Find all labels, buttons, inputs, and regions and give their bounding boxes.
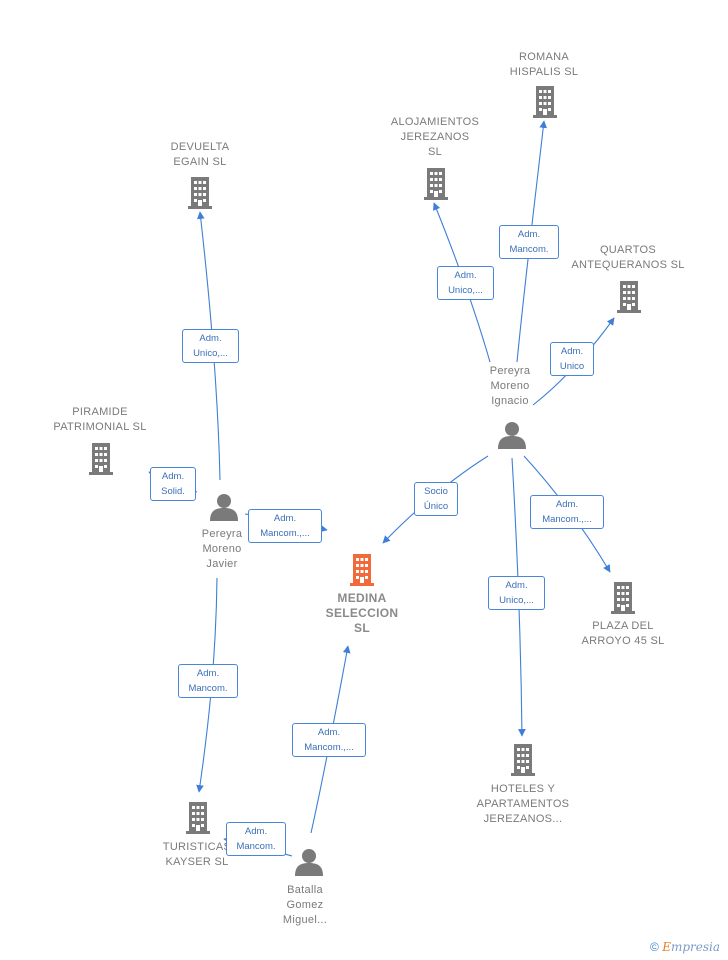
person-icon [295, 849, 323, 876]
copyright-symbol: © [650, 940, 659, 954]
edge-label-adm-mancom[interactable]: Adm.Mancom.,... [248, 509, 322, 543]
edge-label-adm-mancom[interactable]: Adm.Mancom. [226, 822, 286, 856]
edge-label-adm-unico[interactable]: Adm.Unico,... [437, 266, 494, 300]
person-icon [210, 494, 238, 521]
building-icon [89, 443, 113, 475]
building-icon [533, 86, 557, 118]
building-icon [188, 177, 212, 209]
building-icon [511, 744, 535, 776]
building-icon [617, 281, 641, 313]
building-icon [424, 168, 448, 200]
edge-label-adm-unico[interactable]: Adm.Unico,... [182, 329, 239, 363]
edge-label-adm-unico[interactable]: Adm.Unico,... [488, 576, 545, 610]
person-icon [498, 422, 526, 449]
edge-label-adm-mancom[interactable]: Adm.Mancom. [499, 225, 559, 259]
edge-label-adm-mancom[interactable]: Adm.Mancom. [178, 664, 238, 698]
edge-label-adm-solid[interactable]: Adm.Solid. [150, 467, 196, 501]
building-icon [186, 802, 210, 834]
building-icon [350, 554, 374, 586]
empresia-logo: © Empresia [650, 940, 720, 954]
brand-name: Empresia [662, 940, 721, 954]
edge-label-adm-mancom[interactable]: Adm.Mancom.,... [530, 495, 604, 529]
edge-label-adm-mancom[interactable]: Adm.Mancom.,... [292, 723, 366, 757]
edge-label-adm-unico[interactable]: Adm.Unico [550, 342, 594, 376]
building-icon [611, 582, 635, 614]
